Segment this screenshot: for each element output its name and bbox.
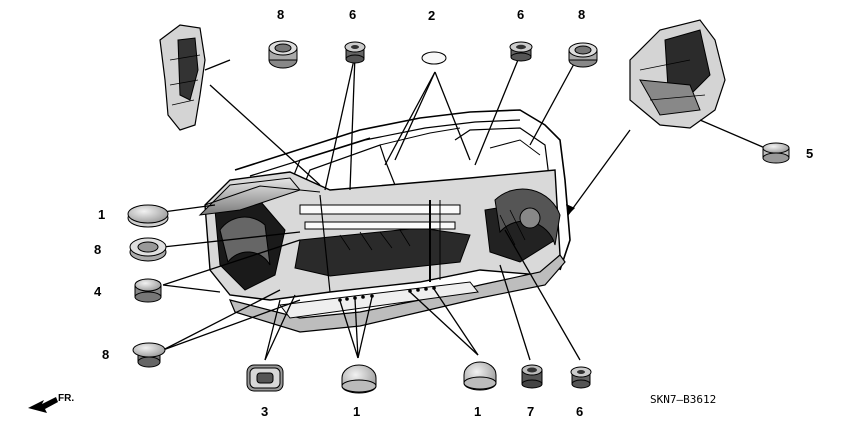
grommet-part-8-left-upper <box>129 237 167 262</box>
leader-lines <box>162 54 766 361</box>
label-part-6-bottom: 6 <box>576 404 583 419</box>
label-part-5: 5 <box>806 146 813 161</box>
front-direction-label: FR. <box>58 393 74 404</box>
label-part-1-bottom-right: 1 <box>474 404 481 419</box>
vehicle-body-frame <box>198 109 571 333</box>
label-part-6-top-right: 6 <box>517 7 524 22</box>
label-part-8-top-left: 8 <box>277 7 284 22</box>
diagram-code: SKN7—B3612 <box>650 393 716 406</box>
grommet-part-1-bottom-center <box>341 364 377 394</box>
grommet-part-1-bottom-right <box>463 361 497 391</box>
label-part-4: 4 <box>94 284 102 299</box>
grommet-part-6-top-right <box>509 41 533 62</box>
grommet-part-4 <box>134 278 162 303</box>
rear-floor-panel-inset <box>629 19 726 129</box>
label-part-7: 7 <box>527 404 534 419</box>
part-number-labels: 1 8 4 8 3 1 1 7 6 8 6 2 6 8 5 <box>94 7 813 419</box>
label-part-8-left-upper: 8 <box>94 242 101 257</box>
label-part-1-left: 1 <box>98 207 105 222</box>
front-side-panel-inset <box>159 24 206 131</box>
grommet-part-5 <box>762 142 790 164</box>
label-part-3: 3 <box>261 404 268 419</box>
label-part-2: 2 <box>428 8 435 23</box>
label-part-8-top-right: 8 <box>578 7 585 22</box>
label-part-1-bottom-center: 1 <box>353 404 360 419</box>
grommet-part-8-left-lower <box>132 342 166 368</box>
label-part-6-top: 6 <box>349 7 356 22</box>
grommet-part-3 <box>246 364 284 392</box>
grommet-part-6-top <box>344 41 366 64</box>
label-part-8-left-lower: 8 <box>102 347 109 362</box>
seal-part-2 <box>421 51 447 65</box>
grommet-part-1-left <box>127 204 169 228</box>
front-direction-arrow-icon <box>28 397 58 413</box>
grommet-part-6-bottom <box>570 366 592 389</box>
grommet-part-8-top-right <box>568 42 598 68</box>
grommet-part-7 <box>521 364 543 389</box>
grommet-part-8-top-left <box>268 40 298 69</box>
